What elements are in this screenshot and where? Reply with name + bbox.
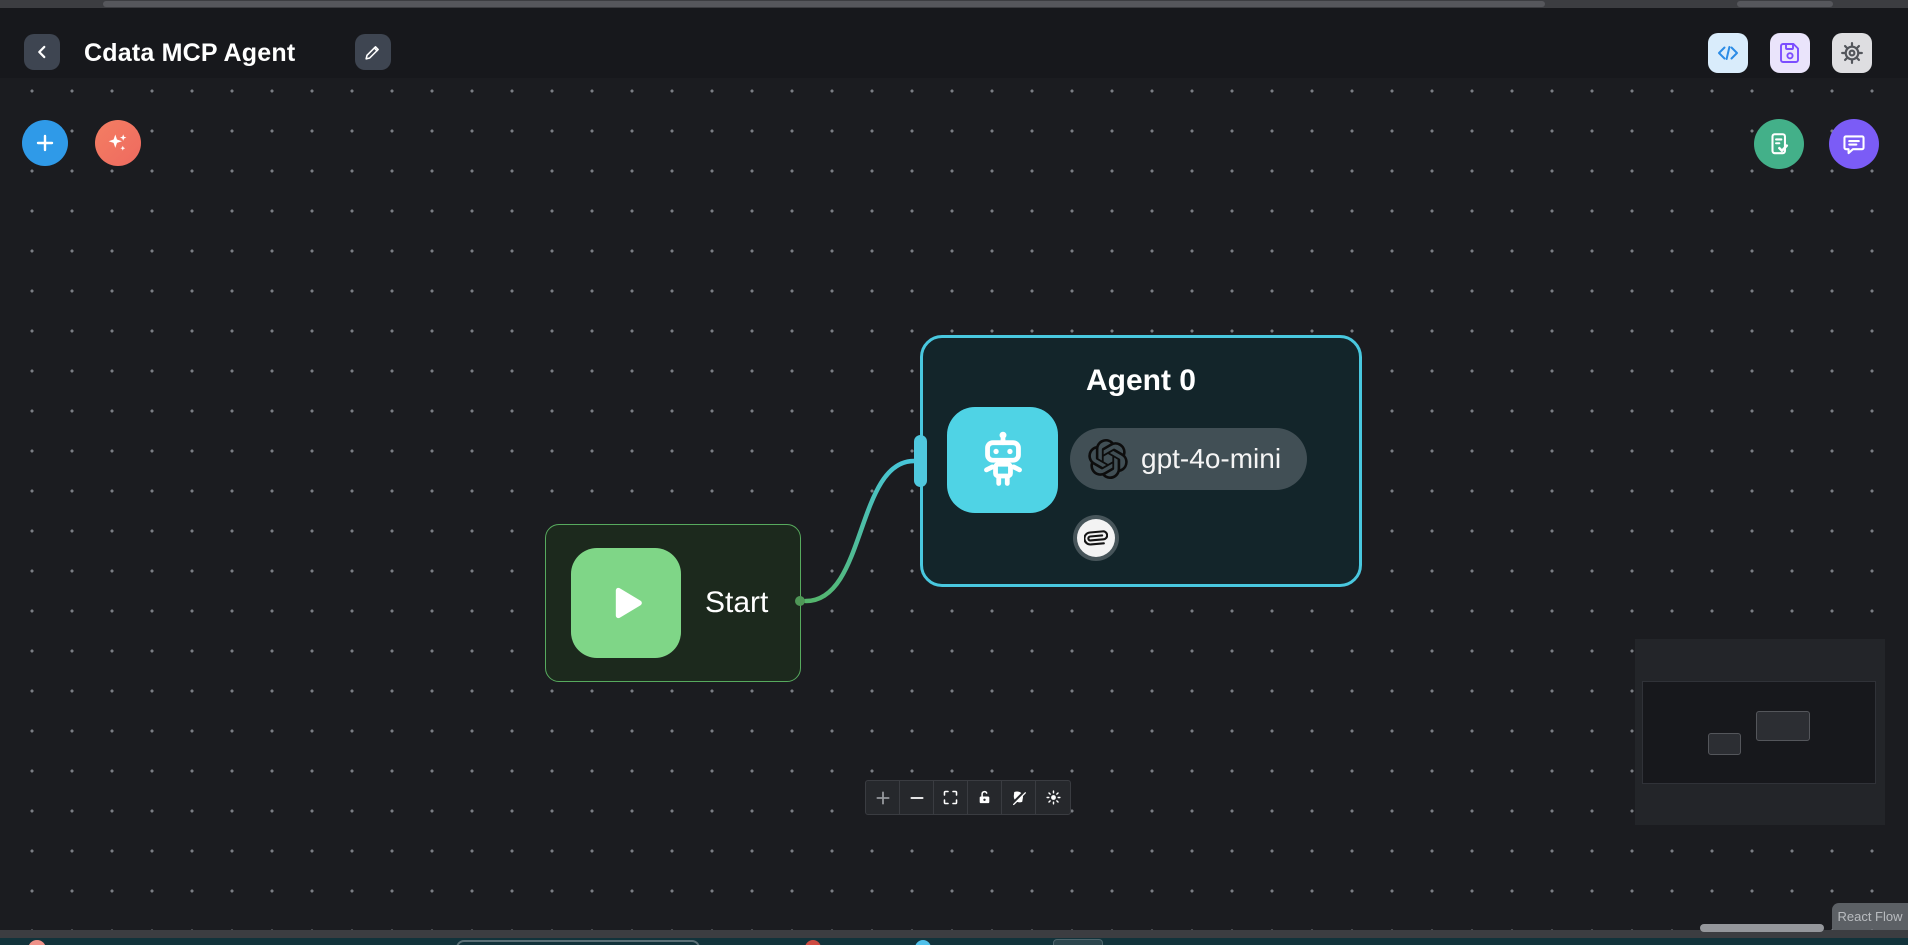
- robot-icon: [971, 428, 1035, 492]
- peek-outlined-field: [456, 940, 700, 945]
- gear-icon: [1839, 40, 1865, 66]
- minimap-node-agent: [1756, 711, 1810, 741]
- zoom-in-button[interactable]: [866, 781, 900, 814]
- code-brackets-icon: [1716, 41, 1740, 65]
- plus-icon: [874, 789, 892, 807]
- bottom-divider: [0, 930, 1908, 938]
- ai-generate-button[interactable]: [95, 120, 141, 166]
- add-node-button[interactable]: [22, 120, 68, 166]
- peek-gray-rect: [1053, 939, 1103, 945]
- zoom-out-button[interactable]: [900, 781, 934, 814]
- back-button[interactable]: [24, 34, 60, 70]
- start-node-tile: [571, 548, 681, 658]
- page-title: Cdata MCP Agent: [84, 39, 296, 67]
- horizontal-scrollbar-thumb[interactable]: [1700, 924, 1824, 932]
- canvas-controls: [865, 780, 1071, 815]
- peek-coral-dot: [28, 940, 46, 945]
- model-name: gpt-4o-mini: [1141, 443, 1282, 474]
- brightness-toggle-button[interactable]: [1036, 781, 1070, 814]
- node-start[interactable]: Start: [545, 524, 801, 682]
- peek-red-dot: [805, 940, 821, 945]
- clipboard-check-icon: [1766, 131, 1792, 157]
- plus-icon: [33, 131, 57, 155]
- sparkles-icon: [106, 131, 130, 155]
- paperclip-icon: [1084, 526, 1108, 550]
- agent-node-tile: [947, 407, 1058, 513]
- openai-logo-icon: [1088, 439, 1128, 479]
- minus-icon: [908, 789, 926, 807]
- pointer-off-icon: [1010, 789, 1027, 806]
- play-icon: [600, 577, 652, 629]
- node-agent[interactable]: Agent 0 gpt-4o: [920, 335, 1362, 587]
- view-code-button[interactable]: [1708, 33, 1748, 73]
- agent-node-title: Agent 0: [1085, 364, 1196, 397]
- model-badge: gpt-4o-mini: [1070, 428, 1308, 490]
- window-top-segment-right: [1737, 1, 1833, 7]
- start-node-label: Start: [705, 586, 769, 619]
- pointer-toggle-button[interactable]: [1002, 781, 1036, 814]
- reactflow-attribution[interactable]: React Flow: [1832, 903, 1908, 930]
- sun-icon: [1045, 789, 1062, 806]
- bottom-peek-strip: [0, 938, 1908, 945]
- lock-open-icon: [976, 789, 993, 806]
- attachment-chip-inner: [1077, 519, 1115, 557]
- validate-flow-button[interactable]: [1754, 119, 1804, 169]
- save-button[interactable]: [1770, 33, 1810, 73]
- window-top-strip: [0, 0, 1908, 8]
- settings-button[interactable]: [1832, 33, 1872, 73]
- attachment-chip: [1073, 515, 1119, 561]
- fit-view-button[interactable]: [934, 781, 968, 814]
- floppy-disk-icon: [1778, 41, 1802, 65]
- minimap[interactable]: [1635, 639, 1885, 825]
- edit-title-button[interactable]: [355, 34, 391, 70]
- lock-toggle-button[interactable]: [968, 781, 1002, 814]
- header: Cdata MCP Agent: [0, 8, 1908, 78]
- chat-button[interactable]: [1829, 119, 1879, 169]
- peek-blue-dot: [915, 940, 931, 945]
- start-output-handle[interactable]: [795, 596, 805, 606]
- chevron-left-icon: [31, 41, 53, 63]
- pencil-icon: [363, 42, 383, 62]
- agent-input-handle[interactable]: [914, 435, 927, 487]
- fit-view-icon: [942, 789, 959, 806]
- window-top-segment: [103, 1, 1545, 7]
- chat-bubble-icon: [1841, 131, 1867, 157]
- minimap-node-start: [1708, 733, 1741, 755]
